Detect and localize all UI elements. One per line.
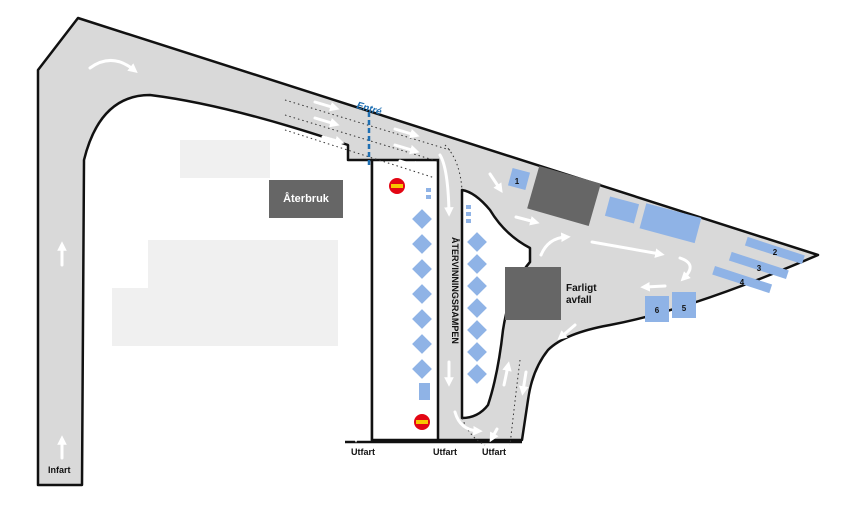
- building-top: [527, 166, 601, 226]
- direction-arrow-icon: [438, 153, 454, 217]
- reuse-label: Återbruk: [283, 192, 330, 205]
- hazardous-label-line1: Farligt: [566, 283, 597, 294]
- hazardous-label-line2: avfall: [566, 295, 592, 306]
- ramp-containers-left: [412, 188, 432, 400]
- direction-arrow-icon: [514, 215, 540, 226]
- direction-arrow-icon: [393, 143, 420, 155]
- direction-arrow-icon: [678, 256, 692, 282]
- lane-markings: [284, 99, 521, 446]
- direction-arrow-icon: [489, 427, 499, 443]
- direction-arrows: [57, 59, 692, 460]
- exit-label-middle: Utfart: [433, 447, 457, 457]
- hazardous-waste-building: [505, 267, 561, 320]
- reuse-building: [269, 180, 343, 218]
- direction-arrow-icon: [590, 240, 665, 258]
- station-number-2: 2: [773, 248, 778, 257]
- station-number-3: 3: [757, 264, 762, 273]
- ramp-containers-right: [466, 205, 487, 384]
- direction-arrow-icon: [321, 135, 345, 146]
- direction-arrow-icon: [488, 172, 503, 193]
- direction-arrow-icon: [453, 410, 483, 436]
- direction-arrow-icon: [640, 281, 667, 292]
- ramp-label: ÅTERVINNINGSRAMPEN: [450, 237, 460, 344]
- exit-label-right: Utfart: [482, 447, 506, 457]
- background-buildings: [112, 140, 338, 346]
- upper-right-containers: [507, 167, 702, 244]
- direction-arrow-icon: [398, 159, 423, 171]
- no-entry-sign-bottom: [414, 414, 430, 430]
- entry-label: Infart: [48, 465, 71, 475]
- direction-arrow-icon: [519, 370, 529, 396]
- no-entry-sign-top: [389, 178, 405, 194]
- direction-arrow-icon: [393, 127, 420, 139]
- numbered-containers: [645, 236, 805, 322]
- station-number-5: 5: [682, 304, 687, 313]
- station-number-6: 6: [655, 306, 660, 315]
- station-number-4: 4: [740, 278, 745, 287]
- exit-label-left: Utfart: [351, 447, 375, 457]
- direction-arrow-icon: [313, 116, 340, 128]
- direction-arrow-icon: [313, 100, 340, 112]
- direction-arrow-icon: [502, 361, 512, 387]
- direction-arrow-icon: [557, 323, 577, 341]
- direction-arrow-icon: [88, 59, 138, 74]
- direction-arrow-icon: [539, 232, 571, 257]
- station-number-1: 1: [515, 177, 520, 186]
